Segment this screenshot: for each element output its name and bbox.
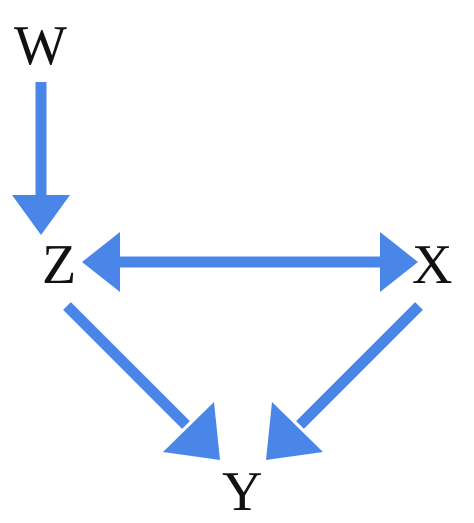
node-y-label: Y bbox=[222, 461, 262, 523]
edge-w-to-z bbox=[12, 82, 70, 235]
node-z-label: Z bbox=[42, 234, 76, 296]
edge-x-to-y bbox=[266, 302, 423, 460]
node-w-label: W bbox=[14, 15, 67, 77]
node-x-label: X bbox=[412, 234, 452, 296]
edge-z-to-x-bidirectional bbox=[82, 232, 418, 292]
edge-z-to-y bbox=[63, 302, 220, 460]
